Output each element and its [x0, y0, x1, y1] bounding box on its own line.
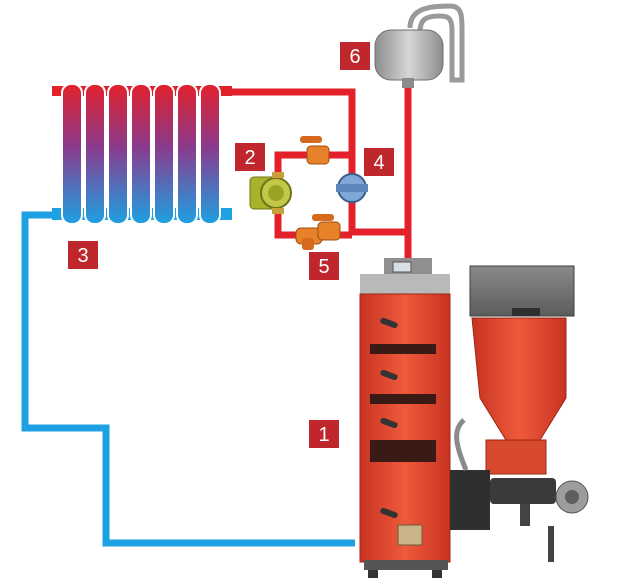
filter-valve	[295, 214, 341, 250]
svg-text:4: 4	[373, 152, 384, 174]
pellet-hopper	[450, 265, 589, 562]
svg-text:6: 6	[349, 46, 360, 68]
cold-return-pipe	[21, 211, 355, 547]
boiler	[359, 258, 451, 578]
label-pump: 2	[235, 143, 265, 171]
ball-valve-top	[300, 136, 330, 165]
label-radiator: 3	[68, 241, 98, 269]
label-expansion-tank: 6	[340, 42, 370, 70]
svg-text:1: 1	[318, 424, 329, 446]
circulation-pump	[249, 172, 292, 214]
label-filter-valve: 5	[309, 252, 339, 280]
svg-text:2: 2	[244, 147, 255, 169]
svg-text:5: 5	[318, 256, 329, 278]
expansion-tank	[374, 3, 465, 88]
mixing-valve	[336, 173, 368, 203]
svg-text:3: 3	[77, 245, 88, 267]
radiator	[52, 83, 232, 225]
label-boiler: 1	[309, 420, 339, 448]
label-mixing-valve: 4	[364, 148, 394, 176]
